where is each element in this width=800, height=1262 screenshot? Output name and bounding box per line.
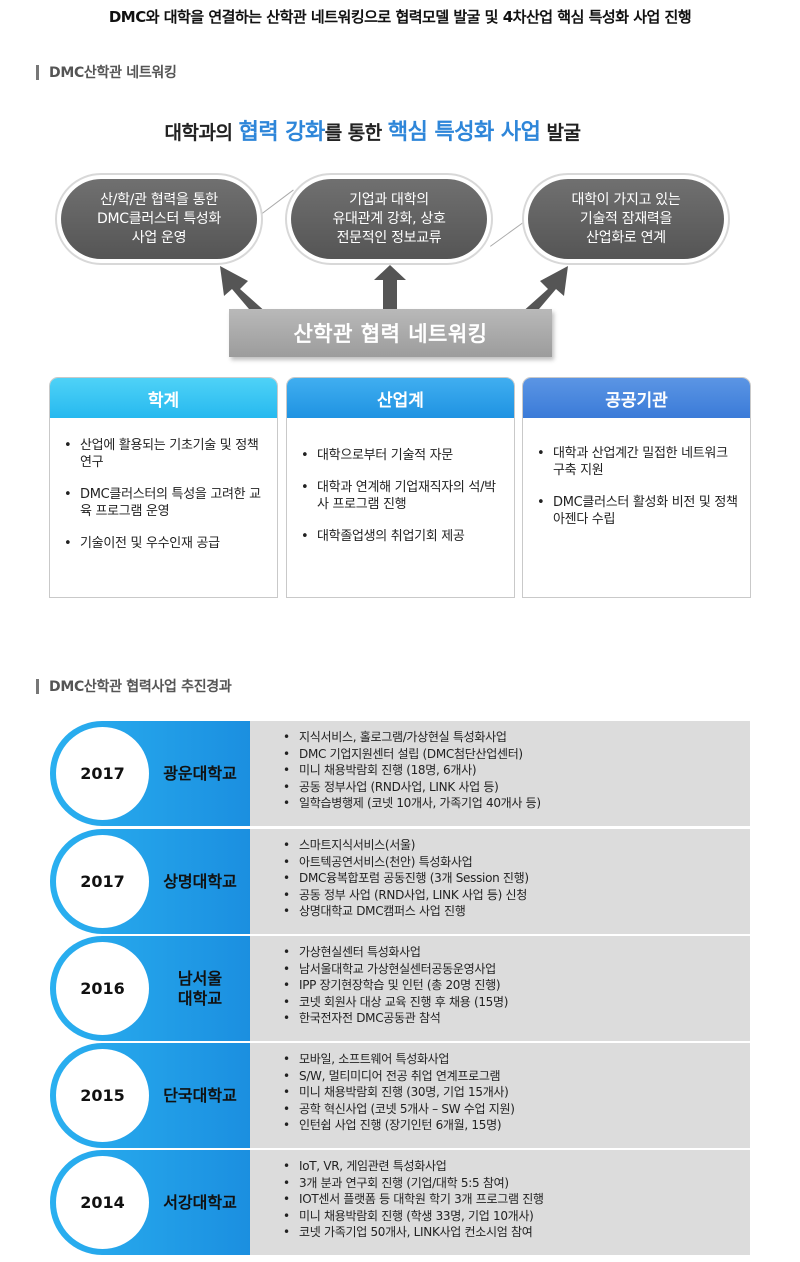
list-item: 대학으로부터 기술적 자문 — [301, 447, 504, 464]
list-item: 모바일, 소프트웨어 특성화사업 — [283, 1051, 750, 1068]
list-item: 3개 분과 연구회 진행 (기업/대학 5:5 참여) — [283, 1175, 750, 1192]
list-item: 일학습병행제 (코넷 10개사, 가족기업 40개사 등) — [283, 795, 750, 812]
list-item: 공동 정부 사업 (RND사업, LINK 사업 등) 신청 — [283, 887, 750, 904]
school-name: 상명대학교 — [163, 871, 237, 891]
timeline-row: 2017 상명대학교 스마트지식서비스(서울) 아트텍공연서비스(천안) 특성화… — [50, 829, 750, 934]
arrow-up-icon — [374, 265, 406, 310]
column-header: 공공기관 — [523, 378, 750, 418]
year-circle: 2016 — [56, 942, 149, 1035]
timeline-row: 2014 서강대학교 IoT, VR, 게임관련 특성화사업 3개 분과 연구회… — [50, 1150, 750, 1255]
list-item: 대학과 연계해 기업재직자의 석/박사 프로그램 진행 — [301, 479, 504, 513]
headline-text: 발굴 — [540, 122, 581, 144]
list-item: 대학졸업생의 취업기회 제공 — [301, 528, 504, 545]
list-item: 지식서비스, 홀로그램/가상현실 특성화사업 — [283, 729, 750, 746]
school-name: 남서울 대학교 — [177, 968, 223, 1008]
timeline-details: 지식서비스, 홀로그램/가상현실 특성화사업 DMC 기업지원센터 설립 (DM… — [250, 721, 750, 826]
list-item: 인턴쉽 사업 진행 (장기인턴 6개월, 15명) — [283, 1117, 750, 1134]
column-header: 산업계 — [287, 378, 514, 418]
list-item: 미니 채용박람회 진행 (학생 33명, 기업 10개사) — [283, 1208, 750, 1225]
list-item: IOT센서 플랫폼 등 대학원 학기 3개 프로그램 진행 — [283, 1191, 750, 1208]
column-card-public: 공공기관 대학과 산업계간 밀접한 네트워크 구축 지원 DMC클러스터 활성화… — [522, 377, 751, 598]
year-circle: 2017 — [56, 835, 149, 928]
year-circle: 2017 — [56, 727, 149, 820]
section-bar — [36, 678, 39, 694]
school-name: 단국대학교 — [163, 1085, 237, 1105]
list-item: 코넷 회원사 대상 교육 진행 후 채용 (15명) — [283, 994, 750, 1011]
section-title: DMC산학관 네트워킹 — [49, 65, 177, 81]
list-item: IoT, VR, 게임관련 특성화사업 — [283, 1158, 750, 1175]
year-circle: 2014 — [56, 1156, 149, 1249]
section-bar — [36, 64, 39, 80]
list-item: 미니 채용박람회 진행 (30명, 기업 15개사) — [283, 1084, 750, 1101]
headline-text: 대학과의 — [164, 122, 239, 144]
column-list: 대학으로부터 기술적 자문 대학과 연계해 기업재직자의 석/박사 프로그램 진… — [287, 418, 514, 545]
list-item: 스마트지식서비스(서울) — [283, 837, 750, 854]
headline-highlight: 협력 강화 — [238, 120, 326, 145]
headline: 대학과의 협력 강화를 통한 핵심 특성화 사업 발굴 — [0, 114, 745, 146]
list-item: 아트텍공연서비스(천안) 특성화사업 — [283, 854, 750, 871]
page-title: DMC와 대학을 연결하는 산학관 네트워킹으로 협력모델 발굴 및 4차산업 … — [108, 8, 692, 26]
headline-text: 를 통한 — [324, 122, 388, 144]
list-item: 공동 정부사업 (RND사업, LINK 사업 등) — [283, 779, 750, 796]
list-item: DMC클러스터 활성화 비전 및 정책 아젠다 수립 — [537, 494, 740, 528]
column-list: 산업에 활용되는 기초기술 및 정책 연구 DMC클러스터의 특성을 고려한 교… — [50, 418, 277, 552]
list-item: IPP 장기현장학습 및 인턴 (총 20명 진행) — [283, 977, 750, 994]
section-header-history: DMC산학관 협력사업 추진경과 — [36, 676, 232, 696]
arrow-up-right-icon — [520, 266, 568, 322]
list-item: 코넷 가족기업 50개사, LINK사업 컨소시엄 참여 — [283, 1224, 750, 1241]
timeline-row: 2017 광운대학교 지식서비스, 홀로그램/가상현실 특성화사업 DMC 기업… — [50, 721, 750, 826]
year-circle: 2015 — [56, 1049, 149, 1142]
list-item: 가상현실센터 특성화사업 — [283, 944, 750, 961]
list-item: DMC 기업지원센터 설립 (DMC첨단산업센터) — [283, 746, 750, 763]
timeline-row: 2016 남서울 대학교 가상현실센터 특성화사업 남서울대학교 가상현실센터공… — [50, 936, 750, 1041]
headline-highlight: 핵심 특성화 사업 — [387, 120, 541, 145]
timeline-details: IoT, VR, 게임관련 특성화사업 3개 분과 연구회 진행 (기업/대학 … — [250, 1150, 750, 1255]
school-name: 광운대학교 — [163, 763, 237, 783]
list-item: 공학 혁신사업 (코넷 5개사 – SW 수업 지원) — [283, 1101, 750, 1118]
section-title: DMC산학관 협력사업 추진경과 — [49, 679, 232, 695]
list-item: 기술이전 및 우수인재 공급 — [64, 535, 267, 552]
section-header-networking: DMC산학관 네트워킹 — [36, 62, 177, 82]
column-card-industry: 산업계 대학으로부터 기술적 자문 대학과 연계해 기업재직자의 석/박사 프로… — [286, 377, 515, 598]
arrows-graphic — [220, 265, 568, 322]
timeline-details: 모바일, 소프트웨어 특성화사업 S/W, 멀티미디어 전공 취업 연계프로그램… — [250, 1043, 750, 1148]
list-item: 대학과 산업계간 밀접한 네트워크 구축 지원 — [537, 445, 740, 479]
column-header: 학계 — [50, 378, 277, 418]
list-item: DMC클러스터의 특성을 고려한 교육 프로그램 운영 — [64, 486, 267, 520]
network-label-box: 산학관 협력 네트워킹 — [229, 309, 552, 357]
timeline-row: 2015 단국대학교 모바일, 소프트웨어 특성화사업 S/W, 멀티미디어 전… — [50, 1043, 750, 1148]
list-item: 상명대학교 DMC캠퍼스 사업 진행 — [283, 903, 750, 920]
list-item: 남서울대학교 가상현실센터공동운영사업 — [283, 961, 750, 978]
arrow-up-left-icon — [220, 266, 268, 322]
list-item: S/W, 멀티미디어 전공 취업 연계프로그램 — [283, 1068, 750, 1085]
list-item: 산업에 활용되는 기초기술 및 정책 연구 — [64, 437, 267, 471]
list-item: 한국전자전 DMC공동관 참석 — [283, 1010, 750, 1027]
list-item: 미니 채용박람회 진행 (18명, 6개사) — [283, 762, 750, 779]
column-card-academia: 학계 산업에 활용되는 기초기술 및 정책 연구 DMC클러스터의 특성을 고려… — [49, 377, 278, 598]
column-list: 대학과 산업계간 밀접한 네트워크 구축 지원 DMC클러스터 활성화 비전 및… — [523, 418, 750, 528]
list-item: DMC융복합포럼 공동진행 (3개 Session 진행) — [283, 870, 750, 887]
school-name: 서강대학교 — [163, 1192, 237, 1212]
timeline-details: 가상현실센터 특성화사업 남서울대학교 가상현실센터공동운영사업 IPP 장기현… — [250, 936, 750, 1041]
timeline-details: 스마트지식서비스(서울) 아트텍공연서비스(천안) 특성화사업 DMC융복합포럼… — [250, 829, 750, 934]
